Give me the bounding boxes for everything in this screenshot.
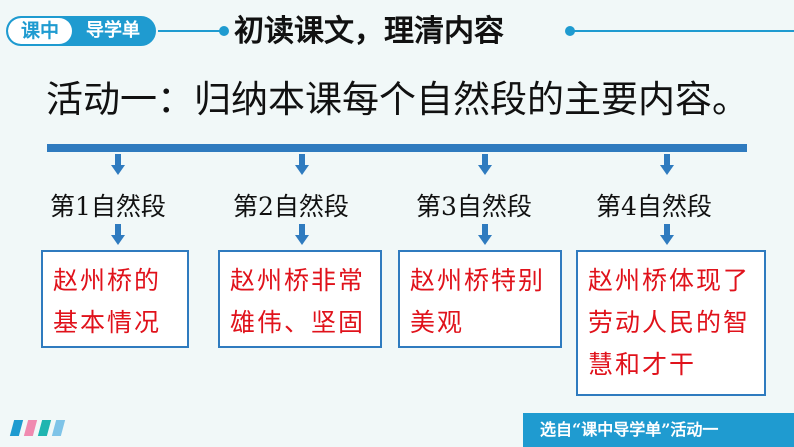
header-dot-left [219,26,229,36]
badge-left: 课中 [8,18,72,44]
paragraph-summary-4: 赵州桥体现了 劳动人民的智 慧和才干 [576,250,766,396]
decor-stripe [37,420,52,436]
summary-line: 赵州桥的 [53,266,162,295]
decor-stripe [9,420,24,436]
summary-line: 基本情况 [53,308,162,337]
paragraph-label-4: 第4自然段 [596,192,712,221]
footer-source-bar [523,413,794,447]
summary-line: 赵州桥体现了 [588,266,751,295]
paragraph-summary-3: 赵州桥特别 美观 [398,250,562,348]
paragraph-label-3: 第3自然段 [416,192,532,221]
summary-line: 美观 [410,308,465,337]
arrow-down-icon [478,224,492,248]
arrow-down-icon [111,154,125,178]
summary-line: 赵州桥特别 [410,266,546,295]
arrow-down-icon [295,154,309,178]
paragraph-summary-1: 赵州桥的 基本情况 [41,250,189,348]
timeline-bar [47,144,747,152]
summary-line: 慧和才干 [588,350,697,379]
lesson-badge: 课中 导学单 [6,16,156,46]
page-title: 初读课文，理清内容 [234,14,504,49]
arrow-down-icon [660,224,674,248]
paragraph-label-2: 第2自然段 [233,192,349,221]
paragraph-label-1: 第1自然段 [50,192,166,221]
summary-line: 劳动人民的智 [588,308,751,337]
header-line-right [570,30,794,32]
arrow-down-icon [111,224,125,248]
summary-line: 赵州桥非常 [230,266,366,295]
activity-prompt: 活动一：归纳本课每个自然段的主要内容。 [46,78,749,121]
header-line-left [158,30,223,32]
arrow-down-icon [478,154,492,178]
arrow-down-icon [660,154,674,178]
decor-stripe [51,420,66,436]
summary-line: 雄伟、坚固 [230,308,366,337]
paragraph-summary-2: 赵州桥非常 雄伟、坚固 [218,250,382,348]
badge-right: 导学单 [86,20,140,41]
footer-source: 选自“课中导学单”活动一 [540,420,719,439]
arrow-down-icon [295,224,309,248]
decor-stripe [23,420,38,436]
